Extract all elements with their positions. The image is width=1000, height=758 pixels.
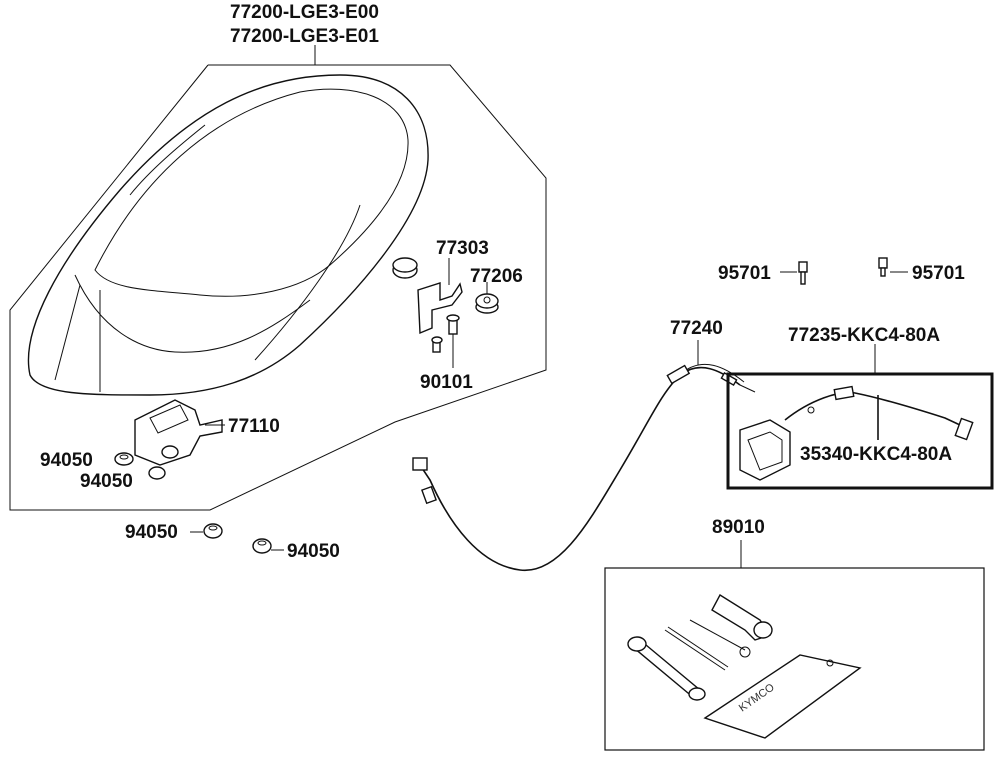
screw-left-part [798, 261, 808, 285]
tool-kit-box [604, 567, 985, 751]
damper-part [475, 293, 499, 314]
nut-3-part [203, 523, 223, 539]
seat-part [27, 74, 429, 396]
tool-kit-part: KYMCO [627, 594, 862, 739]
lock-assy-box [726, 372, 994, 490]
bracket-part [392, 257, 463, 335]
screw-right-part [878, 257, 888, 277]
label-seat-1: 77200-LGE3-E00 [230, 2, 379, 23]
bolt-part [431, 314, 460, 353]
label-screw-left: 95701 [718, 263, 771, 284]
nut-2-part [148, 466, 166, 480]
label-nut-3: 94050 [125, 522, 178, 543]
label-screw-right: 95701 [912, 263, 965, 284]
hinge-part [134, 399, 223, 466]
label-damper: 77206 [470, 266, 523, 287]
label-bracket: 77303 [436, 238, 489, 259]
label-cable: 77240 [670, 318, 723, 339]
nut-1-part [114, 452, 134, 466]
seat-group-outline [9, 64, 547, 511]
label-lock-assy: 77235-KKC4-80A [788, 325, 940, 346]
label-lock-cable: 35340-KKC4-80A [800, 444, 952, 465]
label-tool-kit: 89010 [712, 517, 765, 538]
lock-part [739, 385, 974, 481]
label-nut-1: 94050 [40, 450, 93, 471]
label-bolt: 90101 [420, 372, 473, 393]
cable-part [412, 363, 756, 571]
label-seat-2: 77200-LGE3-E01 [230, 26, 379, 47]
label-nut-2: 94050 [80, 471, 133, 492]
label-nut-4: 94050 [287, 541, 340, 562]
label-hinge: 77110 [228, 416, 280, 437]
nut-4-part [252, 538, 272, 554]
